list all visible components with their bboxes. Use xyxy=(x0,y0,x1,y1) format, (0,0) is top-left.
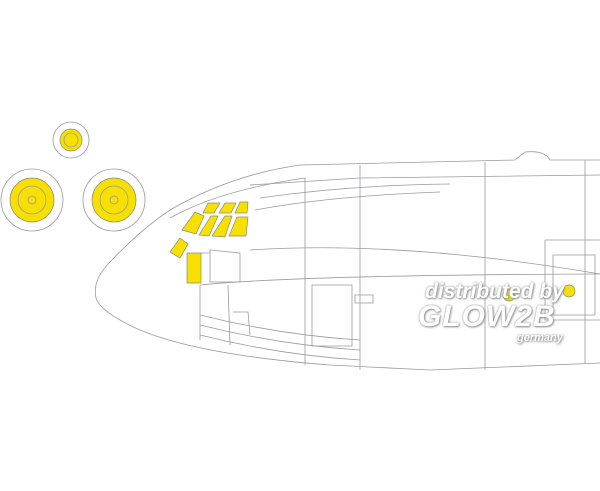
wheel-left xyxy=(0,168,64,232)
watermark-distributed-by: distributed by xyxy=(425,280,564,303)
wheel-small xyxy=(52,121,90,159)
watermark-logo: GLOW2B xyxy=(418,300,556,333)
wheel-right xyxy=(82,168,146,232)
fuselage-outline xyxy=(94,151,600,371)
watermark-germany: germany xyxy=(517,332,563,344)
window-masks xyxy=(169,201,576,302)
